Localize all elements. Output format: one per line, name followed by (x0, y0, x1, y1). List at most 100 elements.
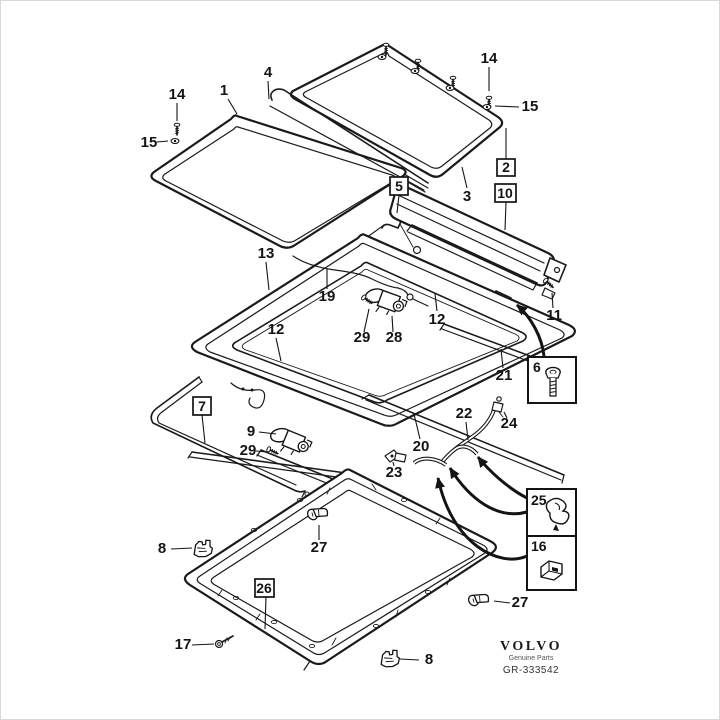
svg-text:20: 20 (413, 438, 430, 455)
callout-arrows (435, 303, 546, 561)
washer-15-icon (445, 84, 455, 92)
label-8-left: 8 (158, 540, 193, 557)
frame-13 (190, 233, 576, 427)
clip-24 (491, 396, 504, 418)
drain-hose-piece-2 (452, 444, 479, 456)
svg-text:29: 29 (354, 329, 371, 346)
drain-channel-20 (361, 394, 565, 484)
arrow-from-box-25-a (476, 456, 528, 500)
label-27-bottom: 27 (493, 594, 529, 611)
arrow-from-box-6 (516, 303, 546, 357)
brand-tagline: Genuine Parts (509, 655, 554, 662)
label-1: 1 (220, 82, 238, 115)
callout-box-25: 25 (526, 488, 577, 537)
arrow-from-box-16 (435, 477, 528, 561)
deflector-7 (150, 376, 310, 498)
label-22: 22 (456, 405, 473, 441)
svg-text:9: 9 (247, 423, 255, 440)
frame-26 (183, 468, 497, 671)
connector-23 (384, 449, 407, 463)
svg-text:8: 8 (425, 651, 433, 668)
arrow-from-box-25-b (448, 467, 528, 516)
label-17: 17 (175, 636, 215, 653)
washer-15-left-icon (170, 137, 180, 145)
label-29-upper: 29 (354, 308, 371, 346)
cable-19 (292, 255, 429, 307)
label-3: 3 (461, 166, 471, 205)
svg-text:15: 15 (141, 134, 158, 151)
volvo-logo: VOLVO Genuine Parts GR-333542 (500, 639, 562, 676)
svg-text:23: 23 (386, 464, 403, 481)
svg-text:29: 29 (240, 442, 257, 459)
label-box-2: 2 (496, 128, 516, 177)
label-15-left: 15 (141, 134, 169, 151)
washer-15-icon (377, 53, 387, 61)
svg-text:12: 12 (268, 321, 285, 338)
svg-text:14: 14 (481, 50, 498, 67)
hook-cable (230, 382, 266, 409)
drawing-number: GR-333542 (503, 665, 559, 676)
svg-text:27: 27 (311, 539, 328, 556)
svg-text:22: 22 (456, 405, 473, 422)
label-11: 11 (546, 292, 562, 324)
label-13: 13 (258, 245, 275, 291)
label-12-right: 12 (429, 293, 446, 328)
brand-name: VOLVO (500, 639, 562, 654)
label-24: 24 (501, 411, 518, 432)
label-12-left: 12 (268, 321, 285, 362)
svg-text:28: 28 (386, 329, 403, 346)
label-box-10: 10 (494, 183, 517, 231)
label-9: 9 (247, 423, 277, 440)
callout-box-16: 16 (526, 535, 577, 591)
label-20: 20 (413, 413, 430, 455)
label-15-right: 15 (494, 98, 539, 115)
svg-text:19: 19 (319, 288, 336, 305)
label-8-right: 8 (399, 651, 433, 668)
washer-15-icon (482, 103, 492, 111)
label-29-lower: 29 (240, 442, 268, 459)
svg-text:10: 10 (497, 185, 513, 201)
svg-text:3: 3 (463, 188, 471, 205)
part-labels: 1 14 15 4 14 15 3 13 19 12 12 29 28 11 2… (141, 50, 562, 668)
box-clip-16-icon (540, 560, 563, 581)
label-14-right: 14 (481, 50, 498, 91)
svg-text:13: 13 (258, 245, 275, 262)
drain-hose-22 (440, 409, 496, 464)
screw-17-icon (214, 635, 234, 649)
label-box-5: 5 (389, 176, 409, 214)
svg-text:11: 11 (546, 307, 562, 324)
svg-text:12: 12 (429, 311, 446, 328)
svg-text:5: 5 (395, 178, 403, 194)
label-23: 23 (386, 461, 403, 481)
svg-text:27: 27 (512, 594, 529, 611)
svg-text:4: 4 (264, 64, 273, 81)
svg-text:7: 7 (198, 398, 206, 414)
svg-text:24: 24 (501, 415, 518, 432)
svg-text:15: 15 (522, 98, 539, 115)
svg-text:17: 17 (175, 636, 192, 653)
part-label-16: 16 (531, 538, 547, 554)
svg-text:26: 26 (256, 580, 272, 596)
svg-text:8: 8 (158, 540, 166, 557)
part-label-6: 6 (533, 359, 541, 375)
svg-text:21: 21 (496, 367, 513, 384)
seal-12 (231, 261, 527, 404)
label-27-top: 27 (311, 525, 328, 556)
svg-text:14: 14 (169, 86, 186, 103)
label-21: 21 (496, 348, 513, 384)
label-28: 28 (386, 315, 403, 346)
boxed-labels: 2 10 5 7 26 (192, 128, 517, 630)
svg-text:1: 1 (220, 82, 228, 99)
svg-text:2: 2 (502, 159, 510, 175)
label-19: 19 (319, 269, 336, 305)
drain-hose-piece (412, 456, 448, 467)
label-14-left: 14 (169, 86, 186, 121)
label-box-7: 7 (192, 396, 212, 444)
callout-box-6: 6 (527, 356, 577, 404)
seal-4 (269, 88, 429, 191)
washer-15-icon (410, 67, 420, 75)
part-label-25: 25 (531, 492, 547, 508)
label-box-26: 26 (254, 578, 275, 630)
